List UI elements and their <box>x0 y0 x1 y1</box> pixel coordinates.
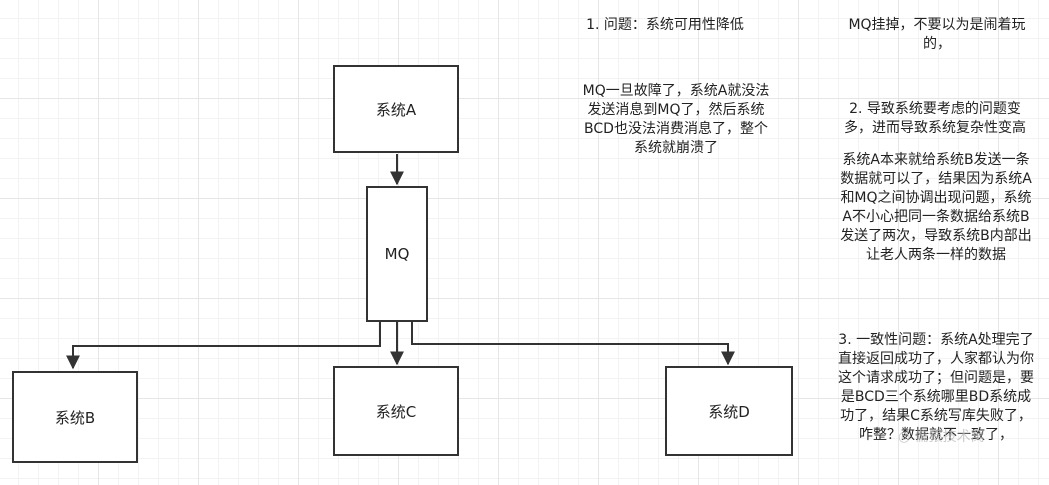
node-system-b-label: 系统B <box>54 408 96 427</box>
note-problem-2-title: 2. 导致系统要考虑的问题变多，进而导致系统复杂性变高 <box>844 101 1026 136</box>
watermark: ◎ 儒猿技术窝 <box>898 426 985 446</box>
node-system-d-label: 系统D <box>708 402 750 421</box>
note-top-right: MQ挂掉，不要以为是闹着玩的， <box>848 17 1026 52</box>
wechat-icon: ◎ <box>898 429 911 445</box>
note-problem-2-desc: 系统A本来就给系统B发送一条数据就可以了，结果因为系统A和MQ之间协调出现问题，… <box>840 152 1032 263</box>
arrow-mq-to-b <box>66 322 381 370</box>
node-system-b[interactable]: 系统B <box>12 371 138 463</box>
note-problem-3-title: 3. 一致性问题：系统A处理完了直接返回成功了，人家都认为你这个请求成功了；但问… <box>838 332 1034 443</box>
node-system-d[interactable]: 系统D <box>665 366 793 456</box>
node-system-c-label: 系统C <box>375 402 417 421</box>
node-system-c[interactable]: 系统C <box>333 366 459 456</box>
node-mq[interactable]: MQ <box>366 186 428 322</box>
note-problem-1-desc: MQ一旦故障了，系统A就没法发送消息到MQ了，然后系统BCD也没法消费消息了，整… <box>582 83 770 156</box>
watermark-text: 儒猿技术窝 <box>914 429 985 445</box>
node-system-a[interactable]: 系统A <box>333 65 459 153</box>
arrow-mq-to-d <box>411 322 735 366</box>
note-problem-1-title: 1. 问题：系统可用性降低 <box>586 17 744 33</box>
node-mq-label: MQ <box>384 245 410 263</box>
node-system-a-label: 系统A <box>375 100 417 119</box>
